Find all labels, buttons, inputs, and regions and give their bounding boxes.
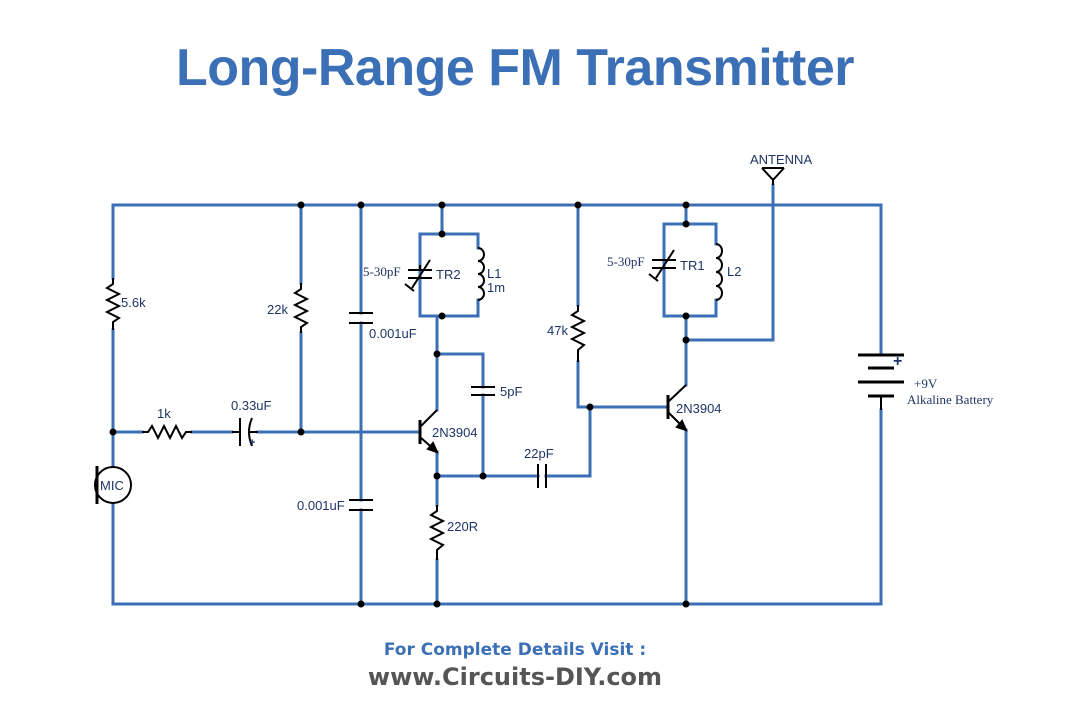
label-1k: 1k bbox=[157, 406, 171, 421]
page-title: Long-Range FM Transmitter bbox=[176, 39, 854, 97]
components bbox=[94, 167, 904, 560]
label-0-001uf-lower: 0.001uF bbox=[297, 498, 345, 513]
label-cap-plus: + bbox=[249, 437, 255, 449]
label-l1: L1 bbox=[487, 266, 501, 281]
label-antenna: ANTENNA bbox=[750, 152, 812, 167]
resistor-47k bbox=[569, 305, 587, 362]
mic-icon bbox=[94, 466, 132, 504]
resistor-1k bbox=[142, 423, 192, 441]
label-0-001uf-upper: 0.001uF bbox=[369, 326, 417, 341]
labels: ANTENNA 5.6k 22k 1k 0.33uF + MIC 0.001uF… bbox=[100, 152, 994, 534]
label-5-30pf-tr2: 5-30pF bbox=[363, 264, 401, 279]
wires bbox=[111, 183, 883, 606]
label-battery-type: Alkaline Battery bbox=[907, 392, 994, 407]
label-220r: 220R bbox=[447, 519, 478, 534]
transistor-q1-icon bbox=[418, 409, 439, 454]
label-5pf: 5pF bbox=[500, 384, 522, 399]
label-tr2: TR2 bbox=[436, 267, 461, 282]
label-5-30pf-tr1: 5-30pF bbox=[607, 254, 645, 269]
label-l2: L2 bbox=[727, 264, 741, 279]
label-0-33uf: 0.33uF bbox=[231, 398, 272, 413]
junction-dots bbox=[109, 201, 690, 608]
label-47k: 47k bbox=[547, 323, 568, 338]
footer-visit-text: For Complete Details Visit : bbox=[383, 640, 647, 660]
label-5-6k: 5.6k bbox=[121, 295, 146, 310]
label-tr1: TR1 bbox=[680, 258, 705, 273]
resistor-5-6k bbox=[104, 278, 122, 330]
inductor-l2 bbox=[715, 243, 723, 301]
resistor-220r bbox=[428, 505, 446, 560]
inductor-l1 bbox=[477, 247, 485, 301]
label-22k: 22k bbox=[267, 302, 288, 317]
label-battery-plus: + bbox=[893, 353, 902, 370]
label-battery-voltage: +9V bbox=[914, 376, 938, 391]
label-q2: 2N3904 bbox=[676, 401, 722, 416]
resistor-22k bbox=[292, 283, 310, 333]
label-q1: 2N3904 bbox=[432, 425, 478, 440]
label-l1-value: 1m bbox=[487, 280, 505, 295]
transistor-q2-icon bbox=[666, 384, 688, 432]
label-mic: MIC bbox=[100, 478, 124, 493]
antenna-icon bbox=[761, 167, 785, 185]
label-22pf: 22pF bbox=[524, 446, 554, 461]
footer-website-link[interactable]: www.Circuits-DIY.com bbox=[367, 663, 663, 691]
battery-icon bbox=[858, 353, 904, 410]
